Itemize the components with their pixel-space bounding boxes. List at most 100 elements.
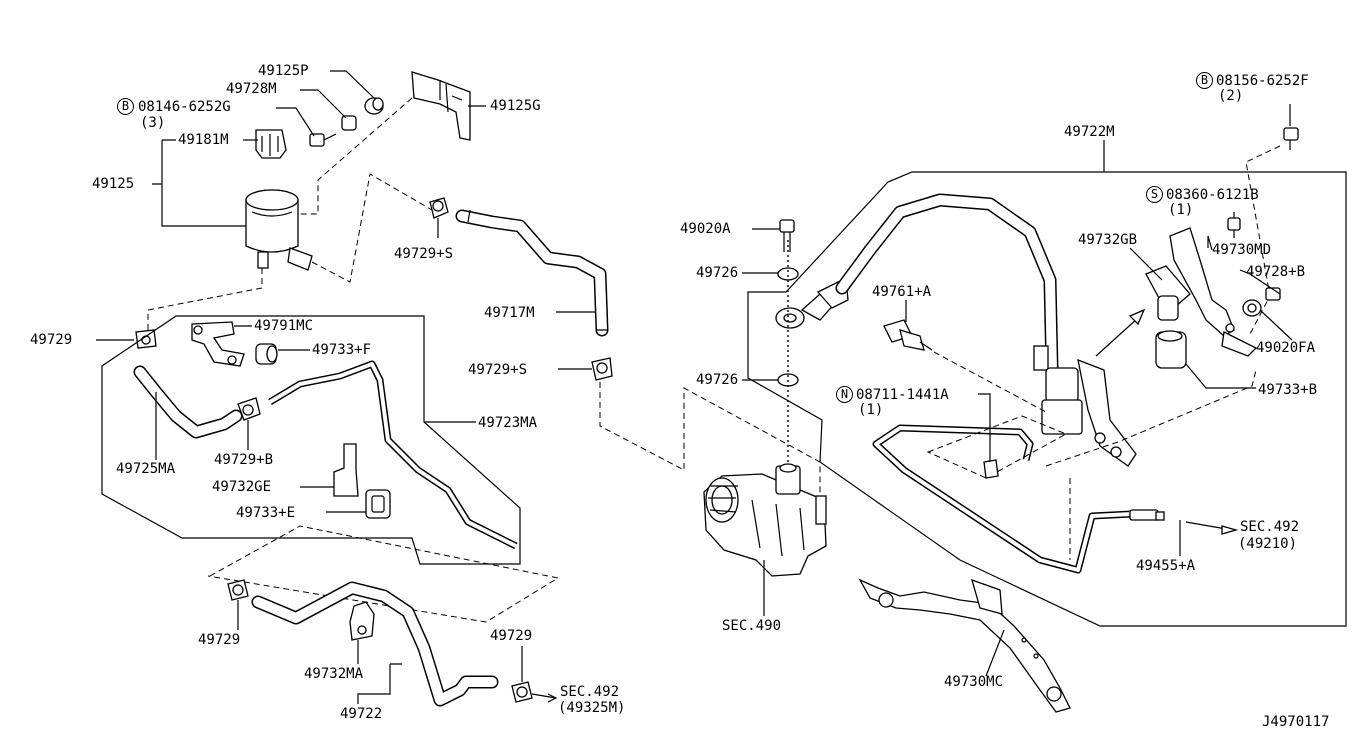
b-circle-icon: B [117, 98, 134, 115]
label-49732ge[interactable]: 49732GE [212, 479, 272, 495]
bolt-08146 [309, 133, 337, 147]
grommet-49125p [364, 97, 384, 115]
bolt-08156 [1283, 127, 1299, 150]
label-49730md[interactable]: 49730MD [1212, 242, 1272, 258]
clamp-49729-bl [227, 579, 249, 601]
label-49125[interactable]: 49125 [92, 176, 135, 192]
leader-49730md [1207, 235, 1213, 251]
label-49728b[interactable]: 49728+B [1246, 264, 1306, 280]
label-49761a[interactable]: 49761+A [872, 284, 932, 300]
grommet-49733e [365, 489, 391, 519]
leader-49732gb [1129, 247, 1163, 281]
dash-reservoir-49729 [147, 268, 263, 330]
dash-sensor [933, 351, 1047, 413]
arrow-up-right [1095, 317, 1139, 357]
eye-fitting [775, 276, 849, 329]
bracket-49730md [1169, 227, 1258, 357]
label-49728m[interactable]: 49728M [226, 81, 277, 97]
leader-49125 [152, 139, 246, 227]
label-49729s-mid[interactable]: 49729+S [468, 362, 528, 378]
collar-49728m [341, 115, 357, 131]
label-08711[interactable]: 08711-1441A [856, 387, 949, 403]
clamp-49729-bc [511, 681, 533, 703]
dash-to-pump [599, 382, 821, 500]
label-49717m[interactable]: 49717M [484, 305, 535, 321]
label-49729-bl[interactable]: 49729 [198, 632, 241, 648]
clamp-49729s-mid [591, 357, 613, 381]
clamp-49729b [237, 397, 261, 421]
label-49729s-top[interactable]: 49729+S [394, 246, 454, 262]
label-49726-bottom[interactable]: 49726 [696, 372, 739, 388]
leader-08146 [276, 107, 315, 137]
hose-49725ma [133, 365, 243, 439]
arrow-sec492a [531, 693, 557, 699]
bolt-49020a [779, 219, 795, 252]
label-49722m[interactable]: 49722M [1064, 124, 1115, 140]
dash-reservoir-clamp [311, 173, 433, 283]
boundary-49722m [747, 171, 1347, 627]
reservoir-49125 [245, 189, 313, 271]
bracket-hose-end [1077, 358, 1137, 467]
label-49726-top[interactable]: 49726 [696, 265, 739, 281]
label-sec492b-sub: (49210) [1238, 536, 1298, 552]
label-49455a[interactable]: 49455+A [1136, 558, 1196, 574]
washer-49726-top [777, 267, 799, 281]
label-49020a[interactable]: 49020A [680, 221, 731, 237]
hose-49722 [251, 581, 499, 707]
label-49791mc[interactable]: 49791MC [254, 318, 314, 334]
label-49733f[interactable]: 49733+F [312, 342, 372, 358]
dash-08156 [1245, 145, 1281, 335]
label-08156[interactable]: 08156-6252F [1216, 73, 1309, 89]
label-49181m[interactable]: 49181M [178, 132, 229, 148]
label-sec492a[interactable]: SEC.492 [560, 684, 620, 700]
s-circle-icon: S [1146, 186, 1163, 203]
label-49729-left[interactable]: 49729 [30, 332, 73, 348]
label-08360-qty: (1) [1168, 202, 1194, 218]
grommet-49733b [1155, 330, 1187, 369]
bracket-49730mc [858, 578, 1071, 713]
leader-49125p [330, 70, 375, 99]
label-49723ma[interactable]: 49723MA [478, 415, 538, 431]
cap-49181m [255, 129, 287, 159]
leader-08711 [978, 393, 991, 462]
arrowhead-sec492a [547, 693, 558, 703]
hose-49723ma [268, 360, 518, 550]
label-49722[interactable]: 49722 [340, 706, 383, 722]
bracket-49791mc [191, 321, 245, 367]
sensor-49761a [883, 319, 933, 351]
label-08360[interactable]: 08360-6121B [1166, 187, 1259, 203]
arrowhead-up-right [1128, 308, 1146, 326]
b-circle-icon-2: B [1196, 72, 1213, 89]
label-49732ma[interactable]: 49732MA [304, 666, 364, 682]
diagram-code: J4970117 [1262, 714, 1330, 730]
bracket-49732ge [333, 443, 359, 497]
label-49020fa[interactable]: 49020FA [1256, 340, 1316, 356]
label-08711-qty: (1) [858, 402, 884, 418]
leader-49020fa [1259, 309, 1293, 341]
label-49125p[interactable]: 49125P [258, 63, 309, 79]
label-49732gb[interactable]: 49732GB [1078, 232, 1138, 248]
label-49729b[interactable]: 49729+B [214, 452, 274, 468]
label-49730mc[interactable]: 49730MC [944, 674, 1004, 690]
label-08156-qty: (2) [1218, 88, 1244, 104]
hose-49717m [455, 209, 609, 337]
bolt-08360 [1227, 217, 1241, 238]
label-sec490[interactable]: SEC.490 [722, 618, 782, 634]
label-sec492b[interactable]: SEC.492 [1240, 519, 1300, 535]
label-49733b[interactable]: 49733+B [1258, 382, 1318, 398]
clip-08711 [983, 459, 999, 479]
grommet-49733f [255, 343, 278, 365]
label-49729-bc[interactable]: 49729 [490, 628, 533, 644]
bracket-49732ma [349, 601, 375, 641]
label-49125g[interactable]: 49125G [490, 98, 541, 114]
label-49733e[interactable]: 49733+E [236, 505, 296, 521]
label-08146[interactable]: 08146-6252G [138, 99, 231, 115]
label-49725ma[interactable]: 49725MA [116, 461, 176, 477]
bracket-49125g [411, 71, 471, 141]
return-pipe-49455a [872, 424, 1165, 574]
label-sec492a-sub: (49325M) [558, 700, 626, 716]
dash-pipe-box [926, 415, 1068, 479]
n-circle-icon: N [836, 386, 853, 403]
power-steering-pump [703, 463, 827, 577]
arrowhead-sec492b [1221, 525, 1239, 535]
